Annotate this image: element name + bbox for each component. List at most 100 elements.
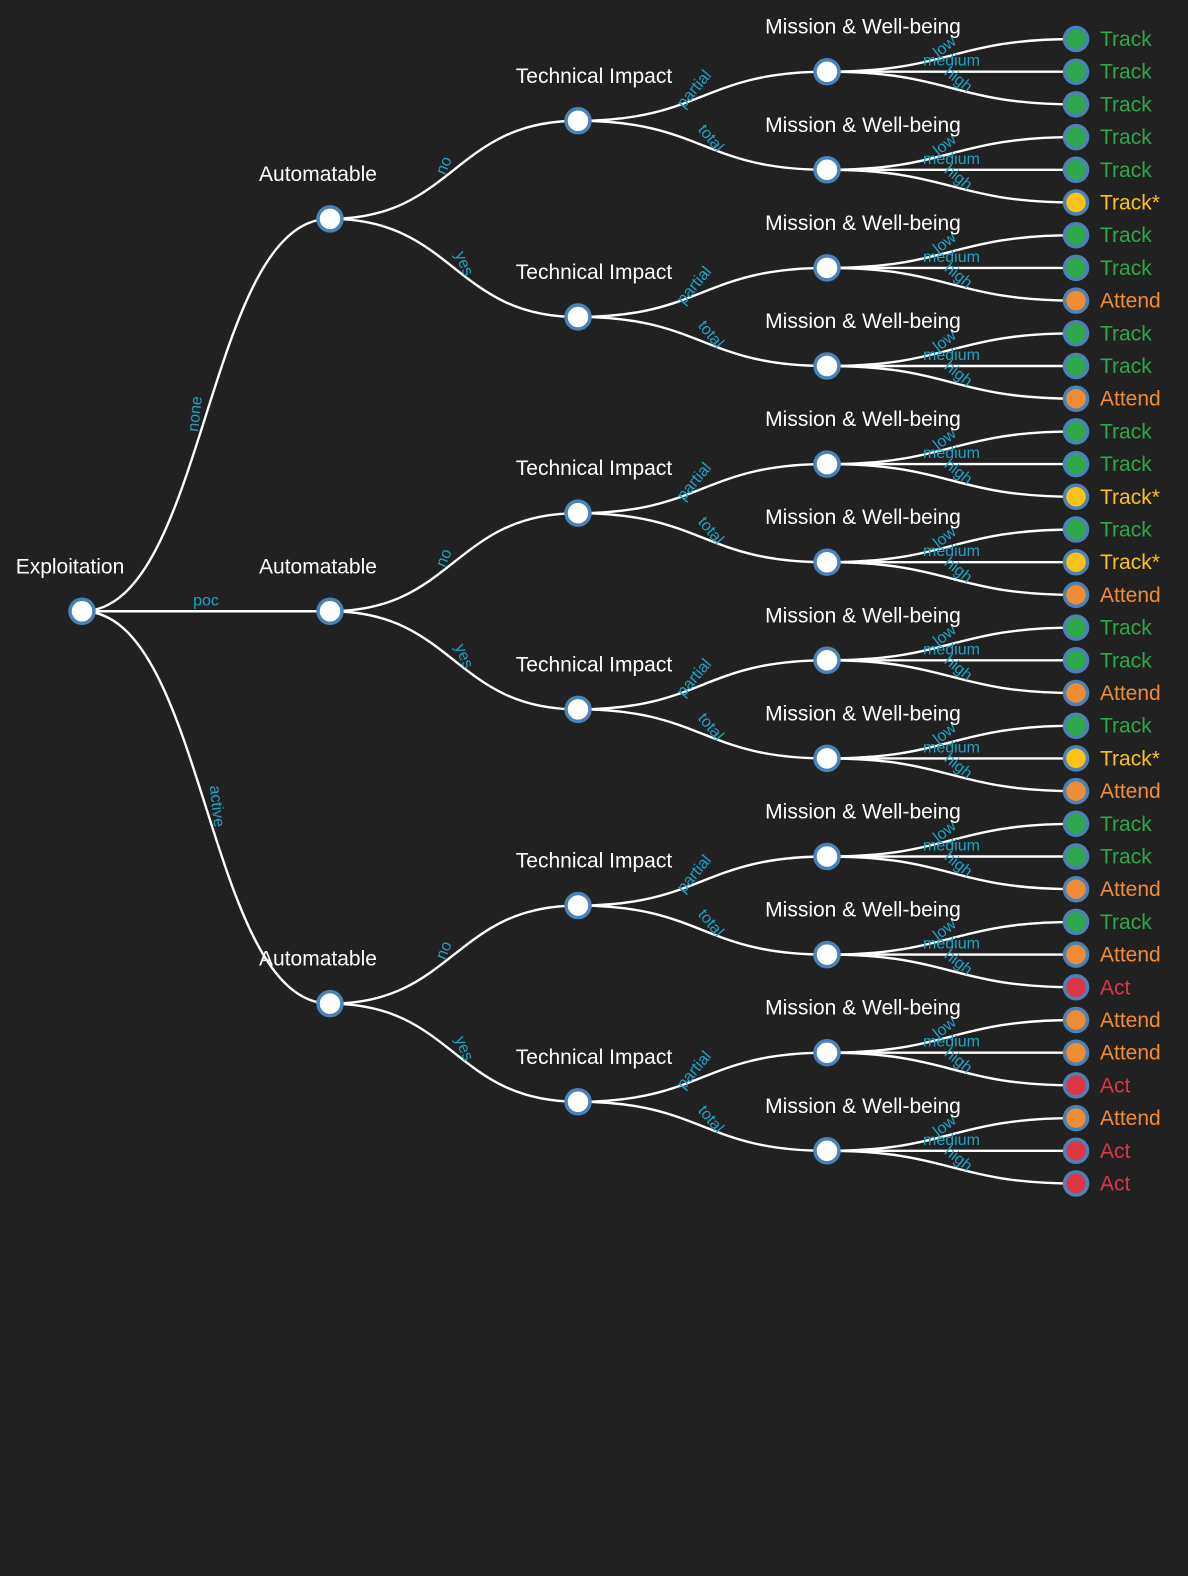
node-title-mission-wellbeing: Mission & Well-being: [765, 506, 961, 529]
outcome-label: Track: [1100, 224, 1152, 247]
edge-label-total: total: [694, 121, 727, 155]
outcome-marker[interactable]: [1062, 58, 1090, 85]
tree-link: [81, 217, 331, 613]
tree-link: [577, 315, 828, 368]
node-mission-wellbeing[interactable]: [813, 646, 841, 675]
tree-link: [826, 332, 1077, 368]
edge-label-partial: partial: [674, 264, 715, 308]
node-mission-wellbeing[interactable]: [813, 940, 841, 969]
outcome-label: Track*: [1100, 551, 1160, 574]
tree-link: [826, 1149, 1077, 1185]
outcome-marker[interactable]: [1062, 385, 1090, 412]
node-title-mission-wellbeing: Mission & Well-being: [765, 997, 961, 1020]
tree-link: [826, 430, 1077, 466]
outcome-marker[interactable]: [1062, 450, 1090, 478]
outcome-marker[interactable]: [1062, 581, 1090, 609]
node-mission-wellbeing[interactable]: [813, 842, 841, 871]
tree-link: [329, 904, 579, 1005]
tree-link: [329, 119, 579, 221]
node-mission-wellbeing[interactable]: [813, 450, 841, 478]
node-mission-wellbeing[interactable]: [813, 1137, 841, 1165]
node-title-mission-wellbeing: Mission & Well-being: [765, 899, 961, 922]
tree-link: [826, 1116, 1077, 1152]
tree-link: [826, 364, 1077, 400]
outcome-marker[interactable]: [1062, 418, 1090, 445]
node-mission-wellbeing[interactable]: [813, 254, 841, 282]
outcome-marker[interactable]: [1062, 712, 1090, 739]
node-title-mission-wellbeing: Mission & Well-being: [765, 1095, 961, 1118]
node-mission-wellbeing[interactable]: [813, 156, 841, 184]
tree-link: [577, 266, 828, 319]
outcome-marker[interactable]: [1062, 1137, 1090, 1165]
node-title-mission-wellbeing: Mission & Well-being: [765, 408, 961, 431]
tree-link: [826, 659, 1077, 695]
outcome-label: Attend: [1100, 1042, 1161, 1065]
outcome-marker[interactable]: [1062, 810, 1090, 838]
outcome-marker[interactable]: [1062, 352, 1090, 380]
outcome-marker[interactable]: [1062, 1039, 1090, 1066]
outcome-marker[interactable]: [1062, 516, 1090, 543]
node-mission-wellbeing[interactable]: [813, 57, 841, 86]
tree-link: [329, 511, 579, 613]
node-mission-wellbeing[interactable]: [813, 744, 841, 773]
outcome-marker[interactable]: [1062, 941, 1090, 968]
outcome-marker[interactable]: [1062, 123, 1090, 151]
node-automatable[interactable]: [316, 989, 344, 1018]
outcome-marker[interactable]: [1062, 777, 1090, 805]
outcome-marker[interactable]: [1062, 483, 1090, 511]
outcome-marker[interactable]: [1062, 745, 1090, 772]
tree-link: [329, 610, 579, 711]
outcome-marker[interactable]: [1062, 156, 1090, 184]
node-technical-impact[interactable]: [564, 303, 592, 331]
outcome-marker[interactable]: [1062, 875, 1090, 903]
outcome-label: Track: [1100, 453, 1152, 476]
outcome-label: Track: [1100, 617, 1152, 640]
outcome-marker[interactable]: [1062, 91, 1090, 118]
outcome-marker[interactable]: [1062, 843, 1090, 870]
outcome-marker[interactable]: [1062, 1104, 1090, 1132]
outcome-label: Track: [1100, 420, 1152, 443]
tree-link: [577, 904, 828, 956]
node-technical-impact[interactable]: [564, 499, 592, 527]
tree-link: [577, 462, 828, 515]
outcome-marker[interactable]: [1062, 1170, 1090, 1197]
outcome-marker[interactable]: [1062, 189, 1090, 216]
outcome-label: Track: [1100, 322, 1152, 345]
outcome-marker[interactable]: [1062, 221, 1090, 249]
tree-link: [81, 610, 331, 1005]
edge-label-medium: medium: [923, 445, 980, 462]
outcome-marker[interactable]: [1062, 25, 1090, 53]
outcome-marker[interactable]: [1062, 974, 1090, 1001]
node-automatable[interactable]: [316, 205, 344, 233]
node-technical-impact[interactable]: [564, 1088, 592, 1116]
outcome-marker[interactable]: [1062, 647, 1090, 674]
tree-link: [826, 626, 1077, 662]
node-technical-impact[interactable]: [564, 107, 592, 135]
node-mission-wellbeing[interactable]: [813, 352, 841, 380]
outcome-marker[interactable]: [1062, 287, 1090, 314]
outcome-label: Track: [1100, 649, 1152, 672]
outcome-label: Attend: [1100, 584, 1161, 607]
node-title-mission-wellbeing: Mission & Well-being: [765, 801, 961, 824]
node-mission-wellbeing[interactable]: [813, 1038, 841, 1067]
node-technical-impact[interactable]: [564, 891, 592, 920]
outcome-marker[interactable]: [1062, 320, 1090, 347]
outcome-label: Attend: [1100, 290, 1161, 313]
outcome-marker[interactable]: [1062, 679, 1090, 707]
edge-label-active: active: [206, 785, 227, 828]
node-technical-impact[interactable]: [564, 695, 592, 724]
node-root[interactable]: [68, 597, 96, 625]
outcome-marker[interactable]: [1062, 1072, 1090, 1099]
node-automatable[interactable]: [316, 597, 344, 625]
outcome-marker[interactable]: [1062, 1006, 1090, 1034]
outcome-marker[interactable]: [1062, 908, 1090, 936]
node-mission-wellbeing[interactable]: [813, 548, 841, 576]
tree-link: [826, 528, 1077, 564]
edge-label-no: no: [433, 547, 456, 570]
outcome-marker[interactable]: [1062, 548, 1090, 576]
outcome-marker[interactable]: [1062, 254, 1090, 282]
edge-label-partial: partial: [674, 460, 715, 504]
outcome-marker[interactable]: [1062, 614, 1090, 641]
outcome-label: Attend: [1100, 1107, 1161, 1130]
outcome-label: Track*: [1100, 192, 1160, 215]
